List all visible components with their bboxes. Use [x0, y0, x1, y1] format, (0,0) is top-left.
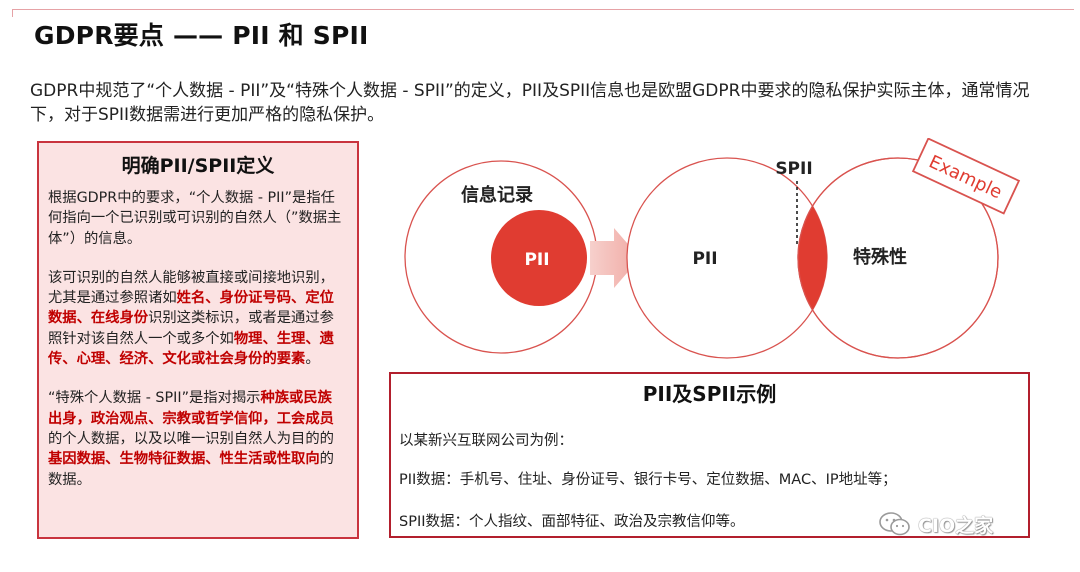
definition-panel-title: 明确PII/SPII定义 [121, 155, 275, 177]
info-record-label: 信息记录 [461, 184, 533, 206]
definition-text: “特殊个人数据 - SPII”是指对揭示 [48, 390, 261, 407]
definition-panel: 明确PII/SPII定义 根据GDPR中的要求，“个人数据 - PII”是指任何… [37, 141, 359, 539]
pii-example-line: PII数据：手机号、住址、身份证号、银行卡号、定位数据、MAC、IP地址等； [399, 472, 897, 488]
definition-panel-body: 根据GDPR中的要求，“个人数据 - PII”是指任何指向一个已识别或可识别的自… [39, 188, 357, 490]
pii-label: PII [692, 249, 717, 269]
spii-label: SPII [775, 159, 812, 179]
page-title: GDPR要点 —— PII 和 SPII [34, 21, 369, 50]
special-circle-outline [797, 157, 999, 359]
definition-text: 的个人数据，以及以唯一识别自然人为目的的 [48, 430, 334, 447]
pii-subset-circle [491, 210, 587, 306]
right-arrow-icon [590, 228, 640, 288]
definition-text: 识别这类标识，或者是通过参照针对该自然人一个或多个如 [48, 310, 334, 347]
highlight-text: 物理、生理、遗传、心理、经济、文化或社会身份的要素 [48, 330, 334, 368]
wechat-icon [879, 512, 910, 536]
highlight-text: 种族或民族出身，政治观点、宗教或哲学信仰，工会成员 [48, 390, 334, 427]
definition-text: 的数据。 [48, 451, 334, 488]
definition-paragraph-1: 根据GDPR中的要求，“个人数据 - PII”是指任何指向一个已识别或可识别的自… [48, 190, 342, 247]
watermark-text: CIO之家 [918, 514, 994, 537]
pii-spii-venn-diagram: 信息记录 PII SPII PII 特殊性 Example [404, 138, 1021, 359]
definition-text: 。 [305, 351, 320, 368]
watermark: CIO之家 [878, 510, 993, 538]
pii-subset-label: PII [524, 250, 549, 270]
definition-paragraph-2: 该可识别的自然人能够被直接或间接地识别，尤其是通过参照诸如姓名、身份证号码、定位… [48, 268, 343, 369]
spii-example-line: SPII数据：个人指纹、面部特征、政治及宗教信仰等。 [399, 514, 745, 530]
special-label: 特殊性 [853, 246, 907, 268]
definition-text: 该可识别的自然人能够被直接或间接地识别，尤其是通过参照诸如 [48, 269, 334, 307]
highlight-text: 基因数据、生物特征数据、性生活或性取向 [48, 451, 320, 468]
example-tag: Example [911, 138, 1021, 215]
intro-paragraph: GDPR中规范了“个人数据 - PII”及“特殊个人数据 - SPII”的定义，… [30, 81, 1030, 125]
definition-paragraph-3: “特殊个人数据 - SPII”是指对揭示种族或民族出身，政治观点、宗教或哲学信仰… [48, 388, 343, 489]
example-panel: PII及SPII示例 以某新兴互联网公司为例： PII数据：手机号、住址、身份证… [389, 372, 1030, 538]
highlight-text: 姓名、身份证号码、定位数据、在线身份 [48, 290, 334, 327]
example-intro-line: 以某新兴互联网公司为例： [399, 433, 573, 449]
example-panel-title: PII及SPII示例 [642, 382, 777, 406]
top-rule [12, 9, 1074, 17]
